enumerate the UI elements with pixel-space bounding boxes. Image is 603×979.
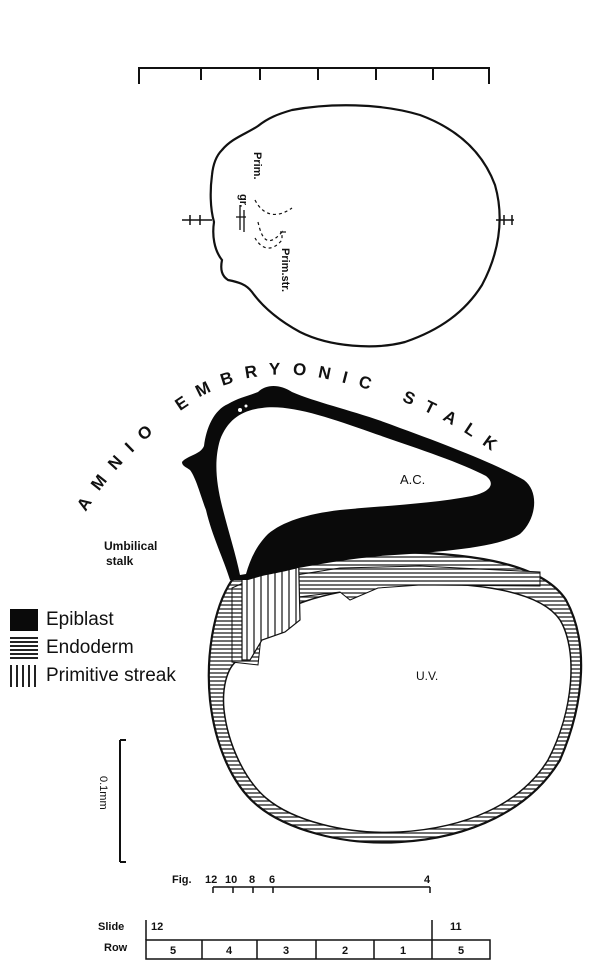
legend-item-endoderm: Endoderm [10,634,176,662]
legend-label: Endoderm [46,637,134,659]
fig-ruler-prefix: Fig. [172,874,192,886]
primitive-streak-outline [255,200,292,214]
embryo-top-view [182,105,514,346]
label-prim-str: Prim.str. [279,248,291,292]
legend: Epiblast Endoderm Primitive streak [10,606,176,690]
slide-row-table: Slide Row 12 11 5 4 3 2 1 5 [98,920,490,959]
legend-item-primitive-streak: Primitive streak [10,662,176,690]
fig-ruler: Fig. 12 10 8 6 4 [172,874,431,893]
slide-value: 11 [450,921,462,933]
epiblast-region [182,386,534,580]
legend-label: Primitive streak [46,665,176,687]
fig-tick-label: 12 [205,874,217,886]
label-prim-gr-line2: gr. [237,194,249,207]
label-prim-gr-line1: Prim. [251,152,263,180]
top-scale-ruler [138,68,490,84]
legend-label: Epiblast [46,609,114,631]
row-label: Row [104,942,128,954]
arc-word-amnio: AMNIO [73,413,165,514]
vertical-scale-bar [120,740,126,862]
row-cell: 3 [283,945,289,957]
row-cell: 5 [170,945,176,957]
slide-label: Slide [98,921,124,933]
endoderm-swatch [10,637,38,659]
primitive-streak-swatch [10,665,38,687]
row-cell: 1 [400,945,406,957]
label-umbilical-stalk-line1: Umbilical [104,539,157,553]
label-umbilical-vesicle: U.V. [416,669,438,683]
fig-tick-label: 6 [269,874,275,886]
slide-value: 12 [151,921,163,933]
label-umbilical-stalk-line2: stalk [106,554,134,568]
primitive-groove-mark [236,205,246,232]
legend-item-epiblast: Epiblast [10,606,176,634]
fig-tick-label: 4 [424,874,431,886]
scale-bar-label: 0.1mm [97,776,109,810]
label-amniotic-cavity: A.C. [400,472,425,487]
row-cell: 5 [458,945,464,957]
epiblast-swatch [10,609,38,631]
fig-tick-label: 10 [225,874,237,886]
fig-tick-label: 8 [249,874,255,886]
row-cell: 2 [342,945,348,957]
row-cell: 4 [226,945,233,957]
